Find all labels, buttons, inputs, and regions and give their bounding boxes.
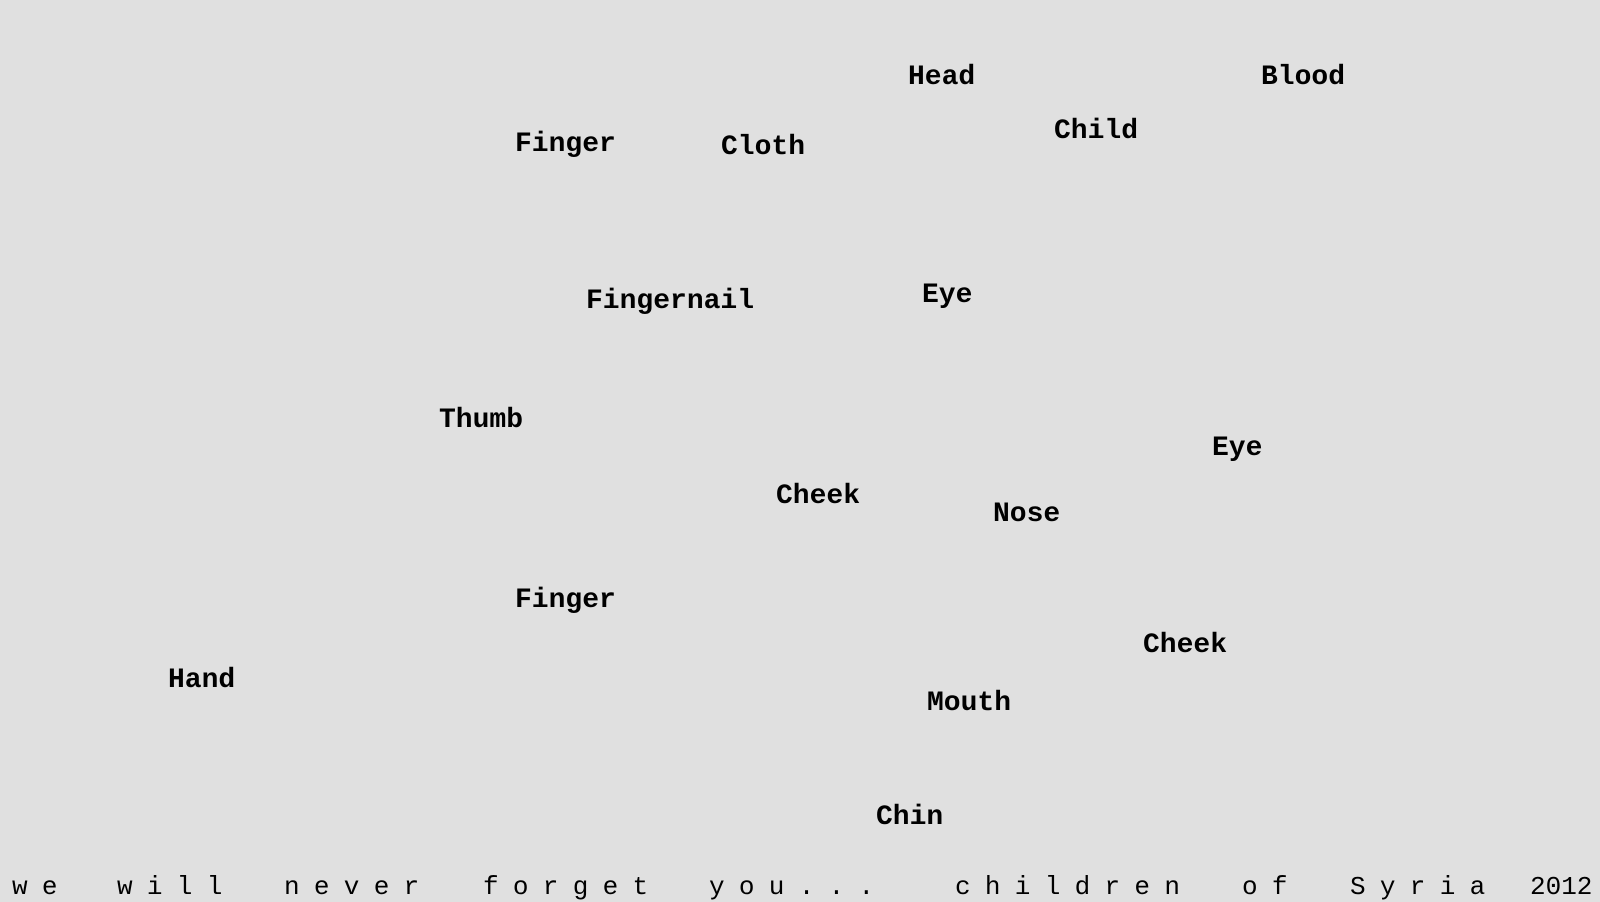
label-blood: Blood xyxy=(1261,62,1346,93)
label-nose: Nose xyxy=(993,499,1061,530)
caption-word-of: of xyxy=(1242,872,1302,902)
label-cloth: Cloth xyxy=(721,132,806,163)
label-head: Head xyxy=(908,62,976,93)
label-child: Child xyxy=(1054,116,1139,147)
caption-word-never: never xyxy=(284,872,434,902)
label-cheek-right: Cheek xyxy=(1143,630,1228,661)
label-chin: Chin xyxy=(876,802,944,833)
label-fingernail: Fingernail xyxy=(586,286,755,317)
caption-word-children: children xyxy=(955,872,1195,902)
caption-word-forget: forget xyxy=(483,872,663,902)
label-eye-top: Eye xyxy=(922,280,973,311)
caption-year: 2012 xyxy=(1530,872,1593,902)
label-eye-right: Eye xyxy=(1212,433,1263,464)
label-hand: Hand xyxy=(168,665,236,696)
label-finger-top: Finger xyxy=(515,129,616,160)
caption-word-syria: Syria xyxy=(1350,872,1500,902)
caption-word-you: you... xyxy=(709,872,889,902)
label-mouth: Mouth xyxy=(927,688,1012,719)
caption-word-we: we xyxy=(12,872,72,902)
label-cheek-left: Cheek xyxy=(776,481,861,512)
label-thumb: Thumb xyxy=(439,405,524,436)
label-finger-bottom: Finger xyxy=(515,585,616,616)
caption-word-will: will xyxy=(117,872,237,902)
